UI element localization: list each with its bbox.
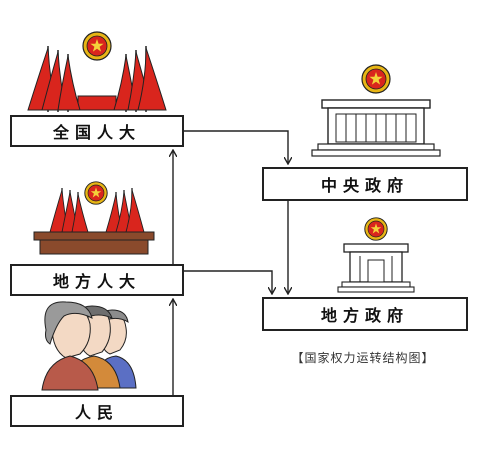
national-emblem-icon [82,31,112,61]
node-label: 中央政府 [320,176,409,195]
podium [39,239,149,255]
central-government-building [311,64,441,157]
node-national-peoples-congress: 全国人大 [10,115,184,147]
node-label: 人民 [74,403,119,422]
national-emblem-icon [84,181,108,205]
podium-top [33,231,155,241]
node-central-government: 中央政府 [262,167,468,201]
node-label: 地方人大 [52,272,141,291]
person-icon [41,301,99,391]
node-local-peoples-congress: 地方人大 [10,264,184,296]
local-congress-illustration [33,181,155,255]
red-flags-left [49,188,89,234]
people-illustration [41,301,137,391]
podium [77,95,117,111]
red-flags-left [27,46,81,112]
node-local-government: 地方政府 [262,297,468,331]
red-flags-right [113,46,167,112]
node-people: 人民 [10,395,184,427]
node-label: 全国人大 [52,123,141,142]
diagram-caption: 【国家权力运转结构图】 [291,351,435,365]
local-government-building [337,217,415,293]
node-label: 地方政府 [320,306,409,325]
npc-illustration [27,31,167,112]
national-emblem-icon [364,217,388,241]
red-flags-right [105,188,145,234]
national-emblem-icon [361,64,391,94]
connectors [173,130,288,395]
arrow-local-congress-to-local-government [184,270,272,293]
arrow-npc-to-central-government [184,130,288,163]
